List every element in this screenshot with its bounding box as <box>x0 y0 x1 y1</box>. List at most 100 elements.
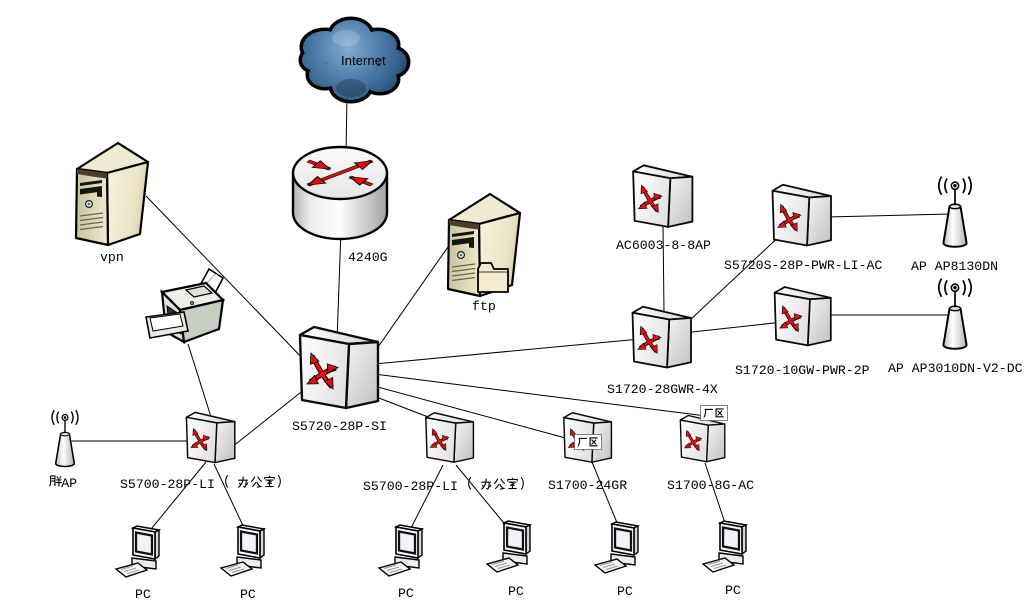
switch-icon <box>300 327 378 408</box>
switch-s1720-10gw <box>775 287 831 345</box>
svg-text:PC: PC <box>617 584 633 599</box>
svg-text:AP AP8130DN: AP AP8130DN <box>911 259 998 274</box>
printer <box>144 267 225 344</box>
switch-icon <box>426 413 474 462</box>
edge-switch-s5700-office-1--pc-2 <box>213 463 247 533</box>
switch-s5720s <box>773 185 832 246</box>
svg-text:S5720-28P-SI: S5720-28P-SI <box>292 419 387 434</box>
label-pc-5: PC <box>617 584 633 599</box>
pc-icon <box>701 519 748 574</box>
svg-text:AP AP3010DN-V2-DC: AP AP3010DN-V2-DC <box>888 361 1023 376</box>
label-router-4240g: 4240G <box>348 250 388 265</box>
ap-8130 <box>937 175 973 248</box>
label-server-vpn: vpn <box>100 250 124 265</box>
edge-switch-s5700-office-1--pc-1 <box>146 461 207 535</box>
label-pc-6: PC <box>725 583 741 598</box>
server-ftp <box>448 194 520 296</box>
label-pc-4: PC <box>508 584 524 599</box>
ap-icon <box>51 409 79 468</box>
label-pc-2: PC <box>240 587 256 602</box>
edge-switch-s5720s--ap-8130 <box>825 213 951 218</box>
switch-s5700-office-2 <box>426 413 474 462</box>
label-pc-1: PC <box>135 587 151 602</box>
switch-s1700-8g <box>680 415 724 461</box>
svg-text:PC: PC <box>725 583 741 598</box>
router-4240g <box>293 147 387 239</box>
pc-3 <box>377 523 424 578</box>
edge-printer--switch-s5700-office-1 <box>187 343 213 421</box>
edge-router-4240g--switch-s5720-28p-si <box>336 229 342 341</box>
label-switch-s5720s: S5720S-28P-PWR-LI-AC <box>724 258 882 273</box>
pc-icon <box>219 523 266 578</box>
svg-text:S5720S-28P-PWR-LI-AC: S5720S-28P-PWR-LI-AC <box>724 258 882 273</box>
switch-s5720-28p-si <box>300 327 378 408</box>
switch-icon <box>773 185 832 246</box>
switch-icon <box>633 307 692 368</box>
edge-switch-s1700-24gr--pc-5 <box>591 461 621 531</box>
label-switch-s1720-10gw: S1720-10GW-PWR-2P <box>735 363 870 378</box>
svg-text:AP: AP <box>61 476 77 491</box>
switch-icon <box>186 412 234 462</box>
label-ap-3010: AP AP3010DN-V2-DC <box>888 361 1023 376</box>
label-switch-s5700-office-1: S5700-28P-LI <box>120 474 281 492</box>
svg-text:S1700-24GR: S1700-24GR <box>548 478 627 493</box>
edge-switch-s5700-office-2--pc-4 <box>455 464 509 529</box>
edge-switch-s5700-office-2--pc-3 <box>408 464 444 533</box>
edge-switch-s1700-8g--pc-6 <box>704 462 728 530</box>
label-internet-cloud: Internet <box>341 53 386 68</box>
label-ap-8130: AP AP8130DN <box>911 259 998 274</box>
switch-ac6003 <box>633 165 692 227</box>
ap-icon <box>937 277 973 350</box>
edge-switch-s5720-28p-si--switch-s1720-28gwr <box>373 338 641 365</box>
label-switch-s1720-28gwr: S1720-28GWR-4X <box>607 382 718 397</box>
label-switch-s1700-24gr <box>574 434 602 450</box>
switch-icon <box>633 165 692 227</box>
svg-text:S5700-28P-LI: S5700-28P-LI <box>363 479 458 494</box>
ap-fat <box>51 409 79 468</box>
pc-2 <box>219 523 266 578</box>
pc-1 <box>114 524 161 579</box>
label-switch-s1700-8g: S1700-8G-AC <box>667 478 754 493</box>
label-switch-s1700-8g <box>700 405 728 421</box>
switch-s5700-office-1 <box>186 412 234 462</box>
svg-text:S1720-10GW-PWR-2P: S1720-10GW-PWR-2P <box>735 363 870 378</box>
svg-text:PC: PC <box>508 584 524 599</box>
nodes-layer <box>51 20 973 579</box>
svg-text:PC: PC <box>135 587 151 602</box>
svg-text:PC: PC <box>398 586 414 601</box>
label-switch-s1700-24gr: S1700-24GR <box>548 478 627 493</box>
label-server-ftp: ftp <box>472 299 496 314</box>
router-icon <box>293 147 387 239</box>
server-icon <box>74 141 150 247</box>
ap-3010 <box>937 277 973 350</box>
edge-switch-s5720-28p-si--switch-s5700-office-2 <box>370 394 437 421</box>
pc-4 <box>485 519 532 574</box>
svg-text:Internet: Internet <box>341 53 386 68</box>
switch-icon <box>680 415 724 461</box>
switch-s1720-28gwr <box>633 307 692 368</box>
label-switch-ac6003: AC6003-8-8AP <box>616 238 711 253</box>
label-ap-fat: AP <box>49 475 77 491</box>
switch-icon <box>775 287 831 345</box>
pc-icon <box>593 520 640 575</box>
printer-icon <box>144 267 225 344</box>
ap-icon <box>937 175 973 248</box>
edge-internet-cloud--router-4240g <box>345 94 348 156</box>
edge-switch-s5720-28p-si--switch-s1700-24gr <box>373 385 574 441</box>
edge-switch-s1720-28gwr--switch-s1720-10gw <box>682 321 784 334</box>
svg-text:AC6003-8-8AP: AC6003-8-8AP <box>616 238 711 253</box>
svg-text:PC: PC <box>240 587 256 602</box>
label-pc-3: PC <box>398 586 414 601</box>
edge-switch-s5720-28p-si--switch-s5700-office-1 <box>231 388 306 448</box>
pc-6 <box>701 519 748 574</box>
svg-text:S5700-28P-LI: S5700-28P-LI <box>120 477 215 492</box>
pc-5 <box>593 520 640 575</box>
label-switch-s5700-office-2: S5700-28P-LI <box>363 476 524 494</box>
edge-switch-s5720-28p-si--switch-s1700-8g <box>373 373 707 417</box>
label-switch-s5720-28p-si: S5720-28P-SI <box>292 419 387 434</box>
pc-icon <box>377 523 424 578</box>
svg-text:4240G: 4240G <box>348 250 388 265</box>
